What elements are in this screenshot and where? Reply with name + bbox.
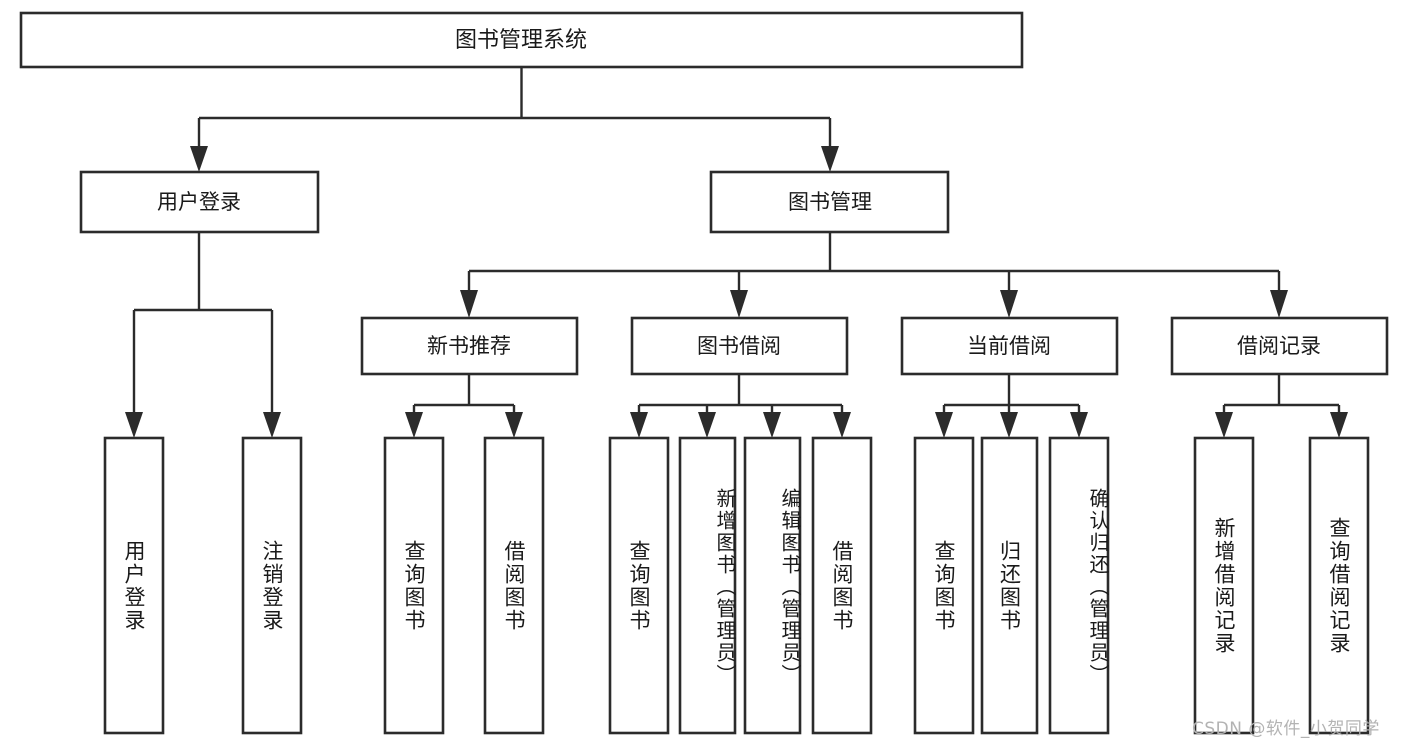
arrow-head-borrow-l2	[698, 412, 716, 438]
node-new-book-recommend-box[interactable]	[360, 316, 579, 376]
arrow-head-newbook-l1	[405, 412, 423, 438]
arrow-head-borrow-l4	[833, 412, 851, 438]
node-book-borrow[interactable]: 图书借阅	[630, 316, 849, 376]
arrow-head-books-c2	[730, 290, 748, 318]
connector-group-record	[1215, 374, 1348, 438]
node-root[interactable]: 图书管理系统	[19, 11, 1024, 69]
node-user-login-box[interactable]	[79, 170, 320, 234]
leaf-box-user-login-2[interactable]	[241, 436, 303, 735]
node-borrow-record[interactable]: 借阅记录	[1170, 316, 1389, 376]
arrow-head-current-l3	[1070, 412, 1088, 438]
arrow-head-books-c4	[1270, 290, 1288, 318]
connector-group-root	[190, 67, 839, 172]
connector-group-new-book	[405, 374, 523, 438]
arrow-head-record-l2	[1330, 412, 1348, 438]
leaf-box-borrow-2[interactable]	[678, 436, 737, 735]
node-new-book-recommend-label: 新书推荐	[427, 334, 511, 358]
arrow-head-borrow-l3	[763, 412, 781, 438]
connector-group-book-manage	[460, 232, 1288, 318]
leaf-box-borrow-4[interactable]	[811, 436, 873, 735]
node-user-login[interactable]: 用户登录	[79, 170, 320, 234]
connector-group-user-login	[125, 232, 281, 438]
node-book-manage-box[interactable]	[709, 170, 950, 234]
arrow-head-login-leaf1	[125, 412, 143, 438]
node-new-book-recommend[interactable]: 新书推荐	[360, 316, 579, 376]
arrow-head-root-to-login	[190, 146, 208, 172]
leaf-box-user-login-1[interactable]	[103, 436, 165, 735]
arrow-head-login-leaf2	[263, 412, 281, 438]
arrow-head-borrow-l1	[630, 412, 648, 438]
node-borrow-record-label: 借阅记录	[1237, 334, 1321, 358]
leaf-box-current-3[interactable]	[1048, 436, 1110, 735]
arrow-head-root-to-books	[821, 146, 839, 172]
arrow-head-current-l1	[935, 412, 953, 438]
connector-group-current-borrow	[935, 374, 1088, 438]
node-user-login-label: 用户登录	[157, 190, 241, 214]
leaf-box-current-1[interactable]	[913, 436, 975, 735]
leaf-box-borrow-1[interactable]	[608, 436, 670, 735]
node-borrow-record-box[interactable]	[1170, 316, 1389, 376]
arrow-head-books-c3	[1000, 290, 1018, 318]
connector-group-borrow	[630, 374, 851, 438]
leaf-box-newbook-1[interactable]	[383, 436, 445, 735]
watermark-text: CSDN @软件_小贺同学	[1192, 719, 1380, 739]
node-book-manage-label: 图书管理	[788, 190, 872, 214]
node-root-box[interactable]	[19, 11, 1024, 69]
node-book-borrow-box[interactable]	[630, 316, 849, 376]
arrow-head-current-l2	[1000, 412, 1018, 438]
node-root-label: 图书管理系统	[455, 28, 587, 53]
leaf-box-newbook-2[interactable]	[483, 436, 545, 735]
node-book-manage[interactable]: 图书管理	[709, 170, 950, 234]
node-current-borrow-label: 当前借阅	[967, 334, 1051, 358]
arrow-head-record-l1	[1215, 412, 1233, 438]
leaf-box-current-2[interactable]	[980, 436, 1039, 735]
leaf-boxes	[103, 436, 1370, 735]
arrow-head-books-c1	[460, 290, 478, 318]
leaf-box-record-1[interactable]	[1193, 436, 1255, 735]
node-current-borrow[interactable]: 当前借阅	[900, 316, 1119, 376]
leaf-box-borrow-3[interactable]	[743, 436, 802, 735]
leaf-box-record-2[interactable]	[1308, 436, 1370, 735]
arrow-head-newbook-l2	[505, 412, 523, 438]
node-book-borrow-label: 图书借阅	[697, 334, 781, 358]
node-current-borrow-box[interactable]	[900, 316, 1119, 376]
